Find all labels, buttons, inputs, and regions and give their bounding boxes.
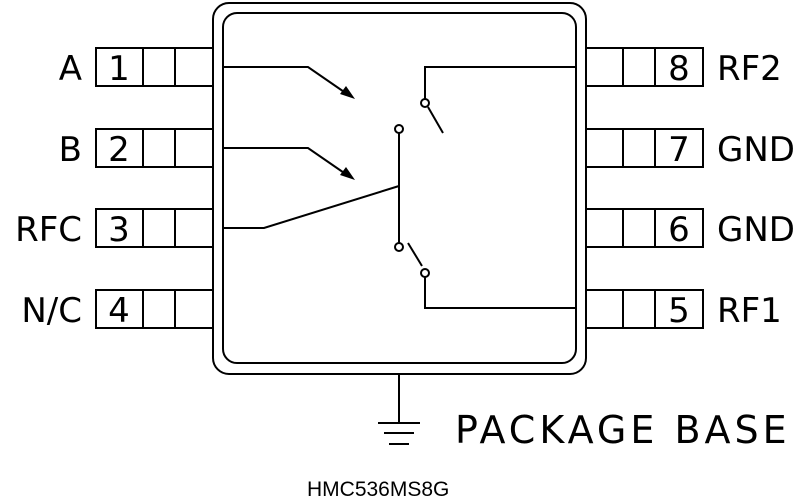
arrow-icon (340, 86, 355, 99)
pin-name: A (59, 49, 82, 89)
pin-name: RF1 (717, 291, 782, 331)
pin-7: 7 GND (585, 128, 795, 170)
pin-8: 8 RF2 (585, 47, 782, 89)
pin-4: 4 N/C (21, 289, 214, 331)
pin-name: RF2 (717, 49, 782, 89)
pin-number: 7 (668, 130, 690, 170)
pin-name: B (59, 130, 82, 170)
pin-name: RFC (15, 210, 82, 250)
pin-name: N/C (21, 291, 82, 331)
pin-number: 6 (668, 210, 690, 250)
pin-2: 2 B (59, 128, 214, 170)
part-number: HMC536MS8G (307, 478, 449, 501)
pin-3: 3 RFC (15, 208, 214, 250)
pin-1: 1 A (59, 47, 214, 89)
switch-schematic (223, 66, 576, 309)
pin-number: 2 (108, 130, 130, 170)
pin-name: GND (717, 130, 795, 170)
pin-number: 4 (108, 291, 130, 331)
ground-icon (378, 374, 420, 445)
pin-number: 8 (668, 49, 690, 89)
pin-number: 3 (108, 210, 130, 250)
pin-name: GND (717, 210, 795, 250)
pin-number: 1 (108, 49, 130, 89)
ground-label: PACKAGE BASE (455, 408, 791, 452)
pin-5: 5 RF1 (585, 289, 782, 331)
arrow-icon (340, 167, 355, 180)
package-outline-inner (222, 12, 577, 364)
pin-number: 5 (668, 291, 690, 331)
pin-6: 6 GND (585, 208, 795, 250)
